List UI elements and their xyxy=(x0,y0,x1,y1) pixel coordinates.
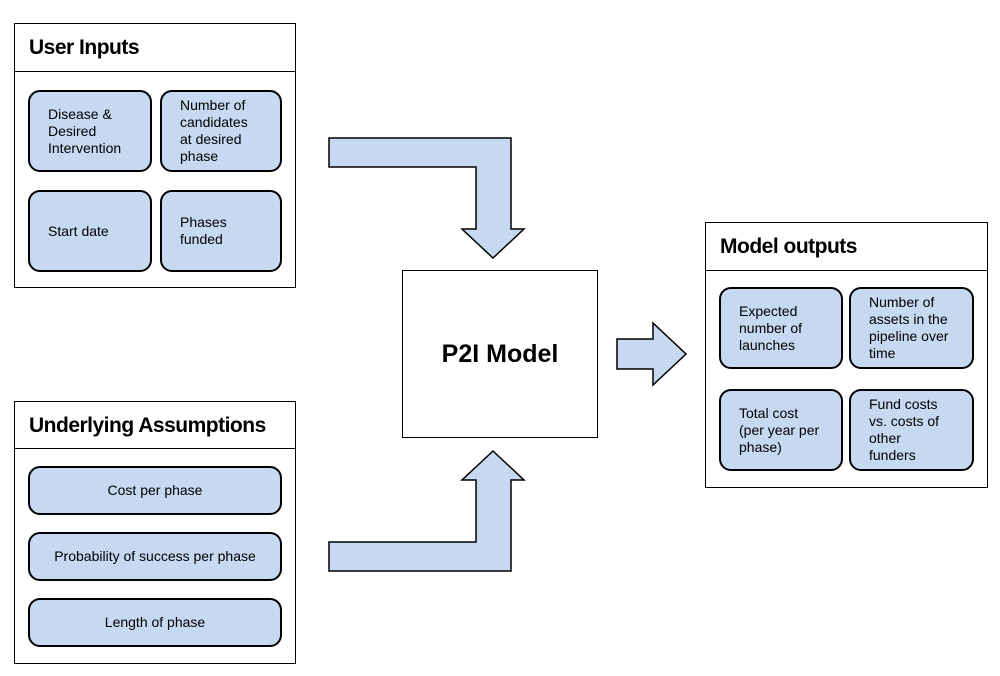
assumption-cost-per-phase: Cost per phase xyxy=(28,466,282,515)
assumption-length-of-phase: Length of phase xyxy=(28,598,282,647)
user-inputs-title: User Inputs xyxy=(15,24,295,72)
output-assets-in-pipeline: Number of assets in the pipeline over ti… xyxy=(849,287,974,369)
model-outputs-title: Model outputs xyxy=(706,223,987,271)
arrow-assumptions-to-model xyxy=(328,449,526,572)
assumptions-title: Underlying Assumptions xyxy=(15,402,295,449)
arrow-model-to-outputs xyxy=(616,321,688,387)
p2i-model-label: P2I Model xyxy=(441,339,559,368)
user-inputs-panel: User Inputs Disease & Desired Interventi… xyxy=(14,23,296,288)
assumptions-panel: Underlying Assumptions Cost per phase Pr… xyxy=(14,401,296,664)
arrow-user-inputs-to-model xyxy=(328,137,526,260)
output-expected-launches: Expected number of launches xyxy=(719,287,843,369)
input-disease-intervention: Disease & Desired Intervention xyxy=(28,90,152,172)
input-phases-funded: Phases funded xyxy=(160,190,282,272)
input-number-of-candidates: Number of candidates at desired phase xyxy=(160,90,282,172)
input-start-date: Start date xyxy=(28,190,152,272)
assumption-probability-of-success: Probability of success per phase xyxy=(28,532,282,581)
model-outputs-panel: Model outputs Expected number of launche… xyxy=(705,222,988,488)
output-total-cost: Total cost (per year per phase) xyxy=(719,389,843,471)
p2i-model-box: P2I Model xyxy=(402,270,598,438)
output-fund-costs: Fund costs vs. costs of other funders xyxy=(849,389,974,471)
